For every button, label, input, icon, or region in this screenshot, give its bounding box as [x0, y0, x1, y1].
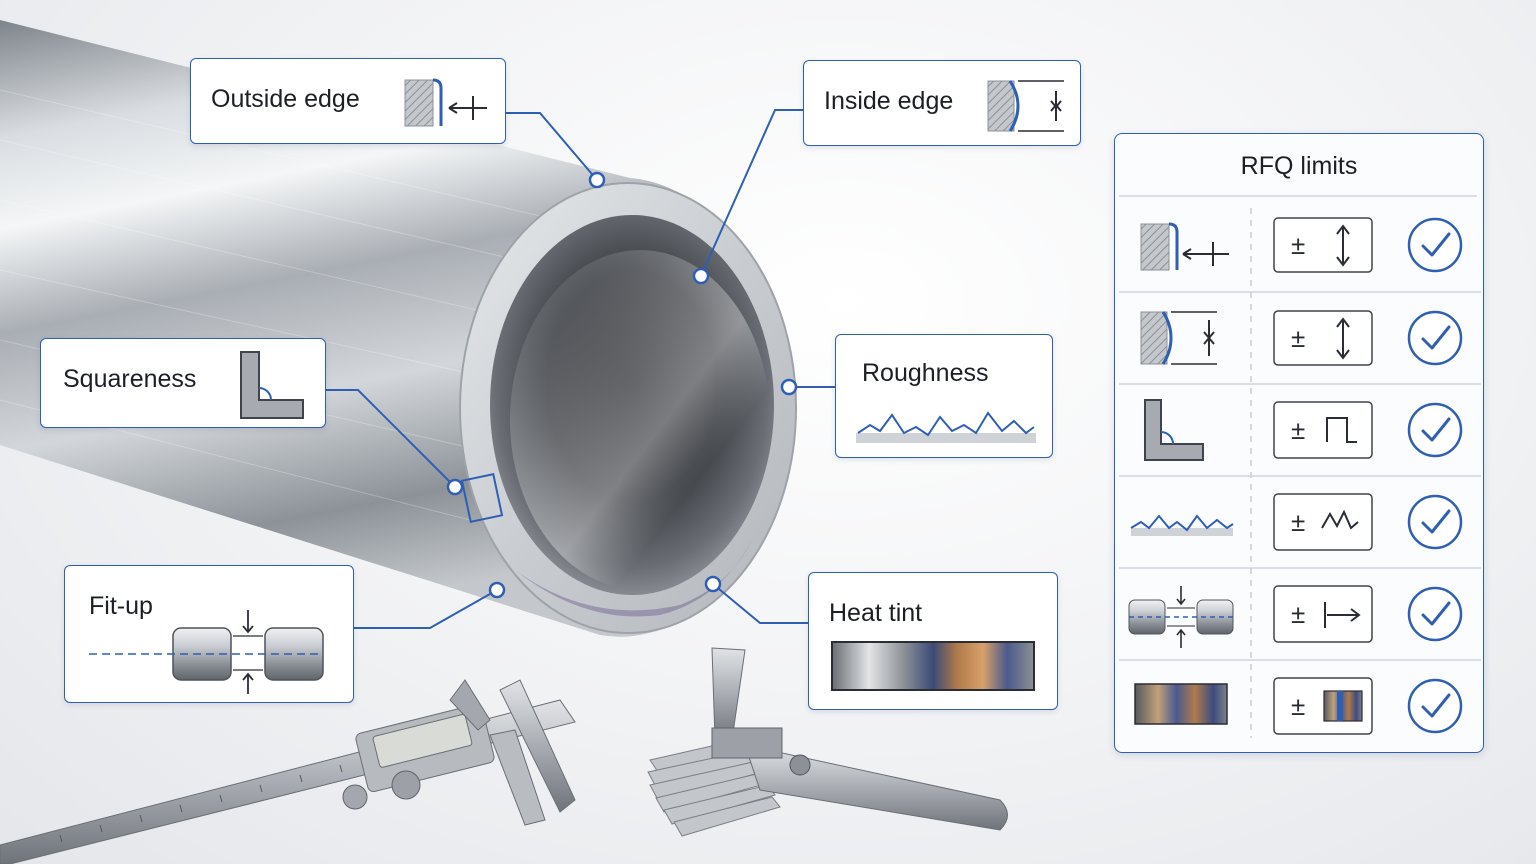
- check-circle-icon: [1407, 217, 1463, 273]
- outside-edge-icon: [404, 78, 487, 127]
- square-pulse-icon: [1326, 417, 1357, 443]
- check-circle-icon: [1407, 678, 1463, 734]
- tolerance-symbols: ± ± ± ± ± ±: [1291, 230, 1305, 721]
- tint-swatch-icon: [1323, 690, 1363, 722]
- fit-up-text: Fit-up: [89, 592, 153, 620]
- rfq-row-fit-up: [1128, 586, 1234, 648]
- squareness-icon: [240, 351, 304, 419]
- double-arrow-vertical-icon: [1336, 317, 1350, 360]
- double-arrow-vertical-icon: [1336, 224, 1350, 267]
- leader-lines: [325, 109, 835, 629]
- zigzag-icon: [1321, 509, 1359, 530]
- rfq-title: RFQ limits: [1240, 152, 1358, 180]
- check-circle-icon: [1407, 494, 1463, 550]
- check-circle-icon: [1407, 586, 1463, 642]
- rfq-limits-panel: RFQ limits: [1114, 133, 1484, 753]
- inside-edge-text: Inside edge: [824, 87, 954, 115]
- squareness-highlight: [460, 472, 504, 524]
- fit-up-icon: [1128, 586, 1234, 648]
- rfq-row-heat-tint: [1134, 683, 1228, 725]
- rfq-row-inside-edge: [1140, 311, 1217, 365]
- tolerance-symbol: ±: [1291, 230, 1305, 260]
- feeler-gauge-tool: [647, 647, 1008, 837]
- check-circle-icon: [1407, 310, 1463, 366]
- rfq-row-outside-edge: [1140, 222, 1229, 271]
- rfq-row-roughness: [1130, 514, 1234, 536]
- rfq-table: ± ± ± ± ± ±: [1119, 195, 1481, 738]
- roughness-text: Roughness: [862, 359, 989, 387]
- heat-tint-text: Heat tint: [829, 599, 923, 627]
- tolerance-symbol: ±: [1291, 415, 1305, 445]
- squareness-icon: [1144, 399, 1204, 461]
- outside-edge-label: Outside edge: [190, 58, 506, 144]
- outside-edge-icon: [1140, 222, 1229, 271]
- gap-arrow-icon: [1324, 602, 1361, 628]
- check-circles: [1407, 217, 1463, 734]
- caliper-tool: [0, 679, 576, 864]
- tolerance-symbol: ±: [1291, 323, 1305, 353]
- rfq-row-squareness: [1144, 399, 1204, 461]
- roughness-label: Roughness: [835, 334, 1053, 458]
- squareness-text: Squareness: [63, 365, 197, 393]
- pipe-bore-shine: [510, 250, 770, 590]
- heat-tint-swatch-small: [1134, 683, 1228, 725]
- fit-up-label: Fit-up: [64, 565, 354, 703]
- inside-edge-icon: [1140, 311, 1217, 365]
- leader-dots: [446, 171, 798, 599]
- inside-edge-icon: [987, 80, 1064, 132]
- check-circle-icon: [1407, 402, 1463, 458]
- roughness-icon: [1130, 514, 1234, 536]
- tolerance-symbol: ±: [1291, 599, 1305, 629]
- tolerance-symbol: ±: [1291, 691, 1305, 721]
- inside-edge-label: Inside edge: [803, 60, 1081, 146]
- heat-tint-label: Heat tint: [808, 572, 1058, 710]
- fit-up-icon: [89, 610, 324, 694]
- check-marks: [1421, 232, 1451, 718]
- squareness-label: Squareness: [40, 338, 326, 428]
- outside-edge-text: Outside edge: [211, 85, 360, 113]
- heat-tint-swatch: [831, 641, 1035, 691]
- tolerance-icons: [1321, 224, 1361, 628]
- tolerance-symbol: ±: [1291, 507, 1305, 537]
- roughness-icon: [856, 411, 1036, 443]
